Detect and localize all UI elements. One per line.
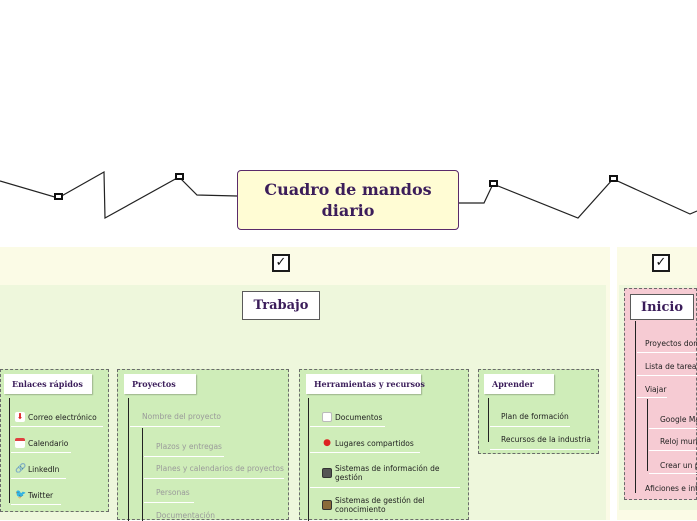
branch-line [308,398,309,521]
list-item[interactable]: Calendario [15,438,68,448]
inicio-checkbox[interactable]: ✓ [652,254,670,272]
branch-line [488,398,489,442]
node-marker[interactable] [489,180,498,187]
group-aprender: Aprender Plan de formación Recursos de l… [478,369,599,454]
branch-line [128,398,129,521]
list-item[interactable]: 🔗LinkedIn [15,464,60,474]
pin-icon: ● [323,438,331,448]
list-item[interactable]: Planes y calendarios de proyectos [156,464,284,473]
group-inicio: Inicio Proyectos domésticos Lista de tar… [624,288,697,500]
list-item[interactable]: Lista de tareas [645,362,697,371]
trabajo-checkbox[interactable]: ✓ [272,254,290,272]
twitter-bird-icon: 🐦 [15,490,27,500]
list-item[interactable]: Google Maps [660,415,697,424]
list-item[interactable]: Viajar [645,385,667,394]
group-title[interactable]: Herramientas y recursos [306,374,425,394]
download-icon: ⬇ [15,412,25,422]
list-item[interactable]: Plan de formación [501,412,569,421]
central-topic[interactable]: Cuadro de mandos diario [237,170,459,230]
list-item[interactable]: Proyectos domésticos [645,339,697,348]
trabajo-title[interactable]: Trabajo [242,291,320,320]
list-item[interactable]: 🐦Twitter [15,490,54,500]
list-item[interactable]: Sistemas de gestión del conocimiento [322,496,462,514]
link-icon: 🔗 [15,464,27,474]
list-item[interactable]: Documentos [322,412,382,422]
list-item[interactable]: Personas [156,488,190,497]
branch-line [142,428,143,521]
group-herramientas: Herramientas y recursos Documentos ●Luga… [299,369,469,521]
group-title[interactable]: Enlaces rápidos [4,374,92,394]
list-item[interactable]: ⬇Correo electrónico [15,412,97,422]
project-header[interactable]: Nombre del proyecto [142,412,221,421]
node-marker[interactable] [54,193,63,200]
list-item[interactable]: Aficiones e intereses [645,484,697,493]
node-marker[interactable] [175,173,184,180]
computer-icon [322,468,332,478]
list-item[interactable]: Crear un plan de viaje [660,461,697,470]
branch-line [635,321,636,493]
list-item[interactable]: Reloj mundial [660,437,697,446]
branch-line [9,398,10,503]
list-item[interactable]: Sistemas de información de gestión [322,464,462,482]
group-title[interactable]: Aprender [484,374,554,394]
document-icon [322,412,332,422]
inicio-title[interactable]: Inicio [630,294,694,320]
branch-line [647,399,648,471]
list-item[interactable]: Documentación [156,511,216,520]
list-item[interactable]: Plazos y entregas [156,442,222,451]
group-proyectos: Proyectos Nombre del proyecto Plazos y e… [117,369,289,521]
node-marker[interactable] [609,175,618,182]
list-item[interactable]: ●Lugares compartidos [323,438,414,448]
group-title[interactable]: Proyectos [124,374,196,394]
list-item[interactable]: Recursos de la industria [501,435,592,444]
calendar-icon [15,438,25,448]
archive-icon [322,500,332,510]
group-enlaces: Enlaces rápidos ⬇Correo electrónico Cale… [0,369,109,512]
